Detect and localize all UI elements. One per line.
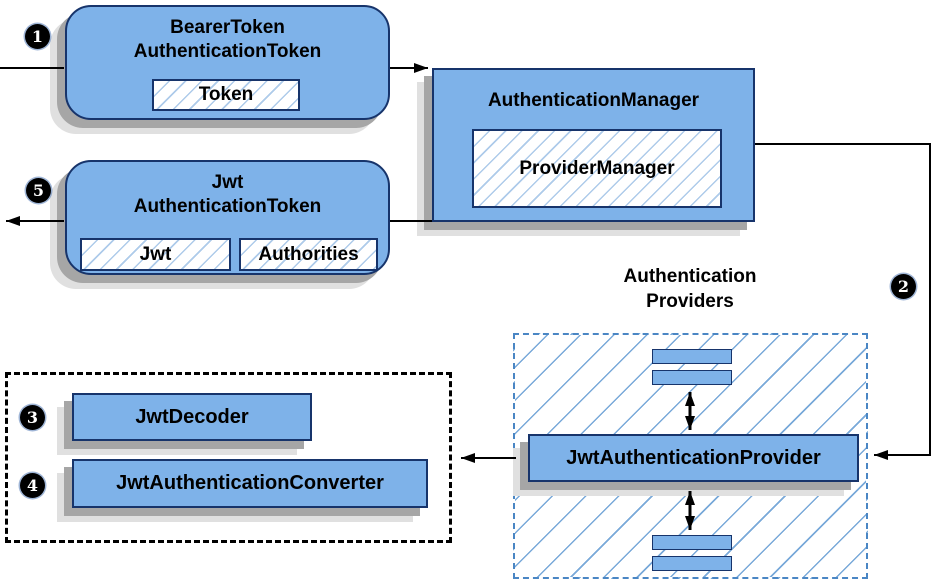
bearer-token-authentication-token-node: BearerToken AuthenticationToken Token <box>65 5 390 120</box>
node-title-line2: AuthenticationToken <box>133 196 322 217</box>
jwt-chip: Jwt <box>80 238 231 271</box>
jwt-authentication-token-node: Jwt AuthenticationToken Jwt Authorities <box>65 160 390 275</box>
node-title: Jwt AuthenticationToken <box>67 162 388 219</box>
node-title-line1: Jwt <box>211 172 244 193</box>
jwt-authentication-provider-node: JwtAuthenticationProvider <box>528 434 859 482</box>
authorities-chip: Authorities <box>239 238 378 271</box>
node-title: BearerToken AuthenticationToken <box>67 7 388 64</box>
provider-bar <box>652 535 732 550</box>
step-badge-4: 4 <box>20 473 45 498</box>
label-line1: Authentication <box>623 266 757 287</box>
provider-bar <box>652 556 732 571</box>
step-badge-1: 1 <box>25 24 50 49</box>
token-chip: Token <box>152 79 300 111</box>
step-badge-5: 5 <box>26 178 51 203</box>
provider-bar <box>652 370 732 385</box>
jwt-authentication-converter-node: JwtAuthenticationConverter <box>72 459 428 508</box>
node-title-line1: BearerToken <box>170 17 285 38</box>
authentication-manager-node: AuthenticationManager ProviderManager <box>432 68 755 222</box>
label-line2: Providers <box>646 291 734 312</box>
node-title: AuthenticationManager <box>487 90 700 111</box>
node-title-line2: AuthenticationToken <box>133 41 322 62</box>
provider-bar <box>652 349 732 364</box>
provider-manager-chip: ProviderManager <box>472 129 722 208</box>
step-badge-3: 3 <box>20 405 45 430</box>
jwt-decoder-node: JwtDecoder <box>72 393 312 441</box>
step-badge-2: 2 <box>891 274 916 299</box>
authentication-providers-label: Authentication Providers <box>560 264 820 314</box>
decoder-converter-group <box>5 372 452 543</box>
